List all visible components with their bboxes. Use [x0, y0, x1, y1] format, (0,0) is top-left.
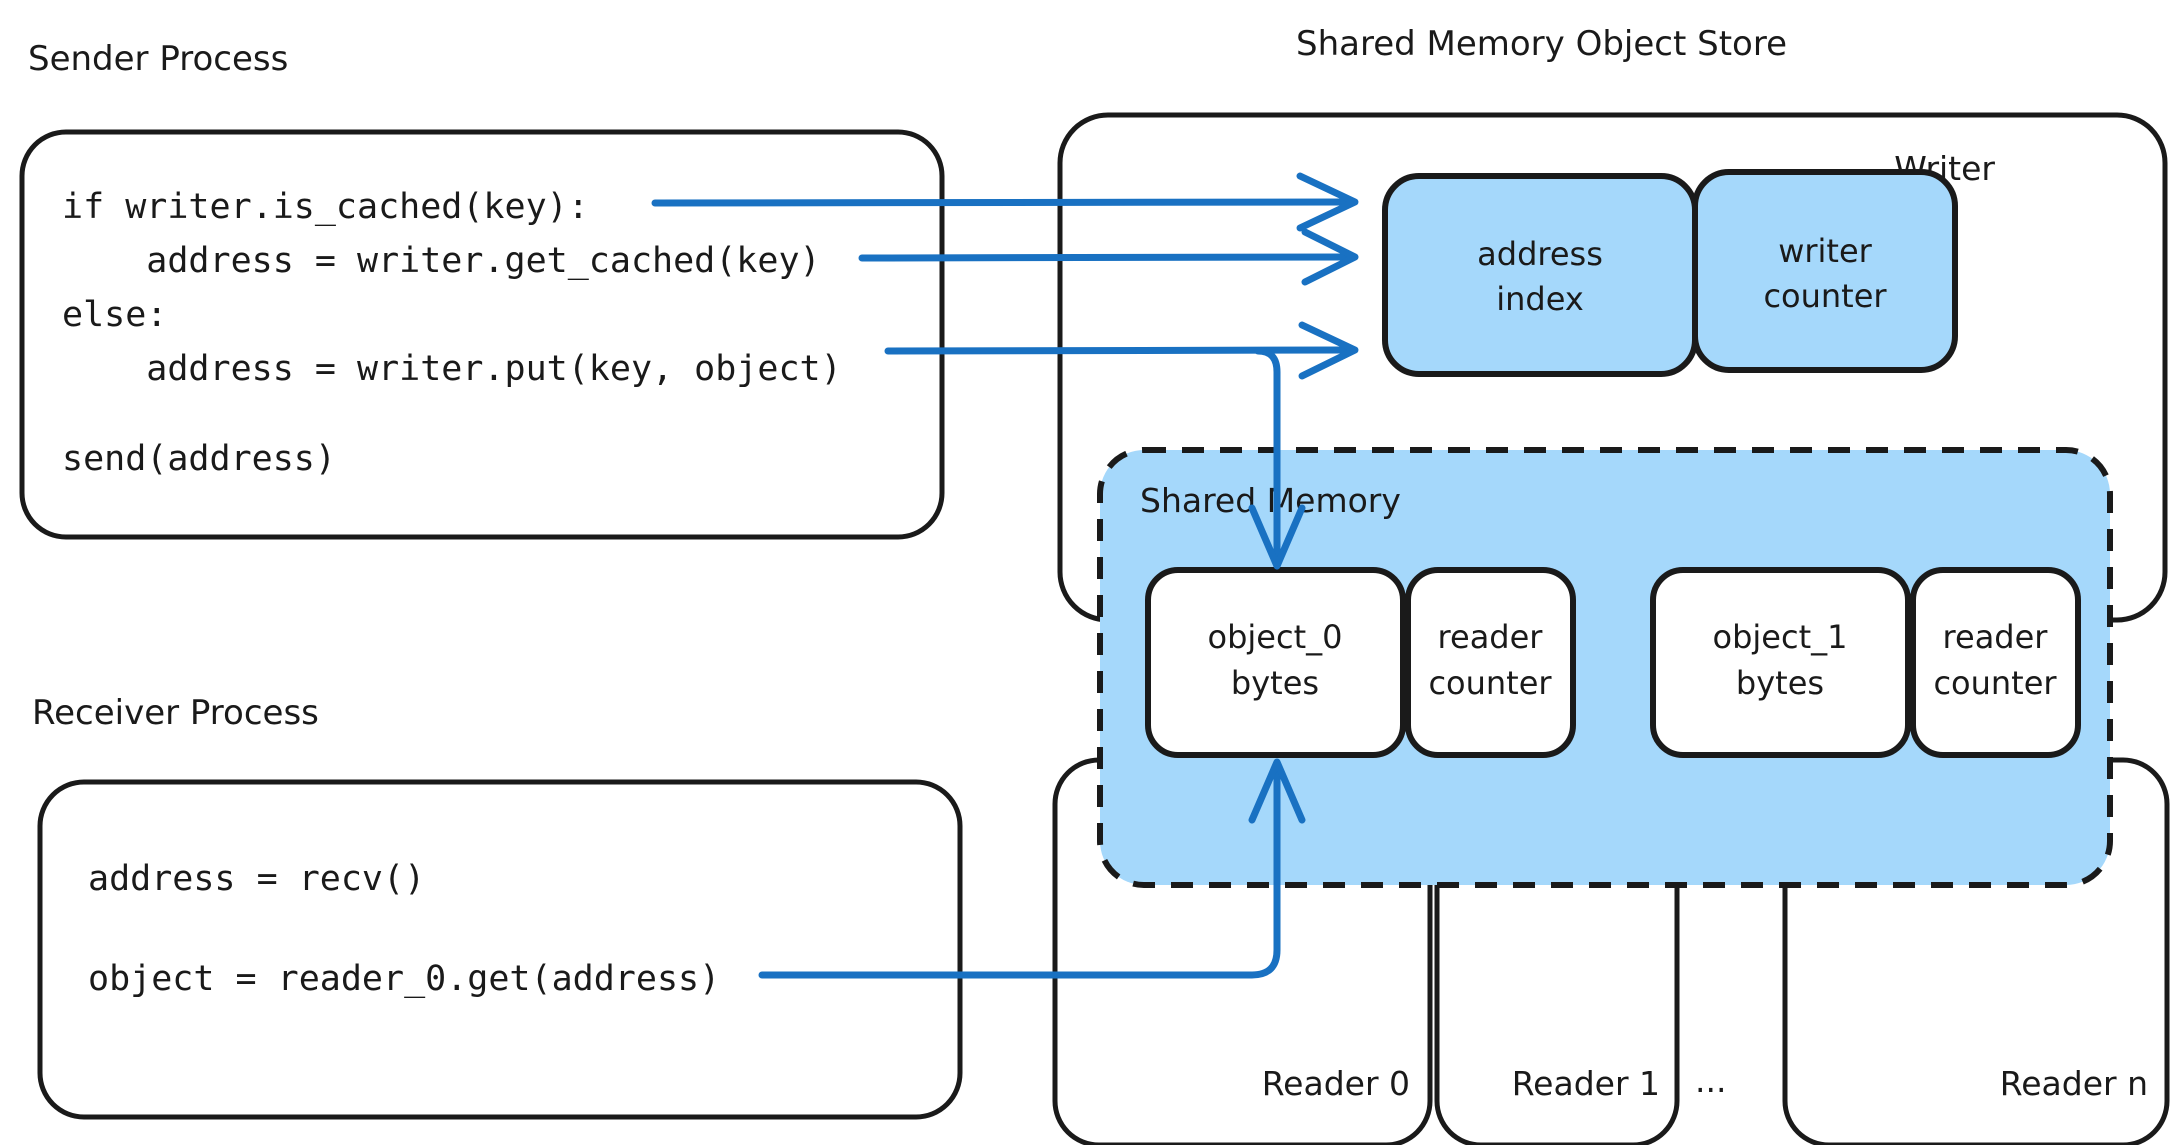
sender-code-line-5: send(address) [62, 439, 336, 479]
reader-1-label: Reader 1 [1512, 1064, 1660, 1103]
reader-counter-1-label-line1: reader [1943, 618, 2049, 656]
receiver-process-box [37, 779, 963, 1120]
address-index-label-line1: address [1477, 235, 1603, 273]
object-0-label-line1: object_0 [1208, 618, 1343, 656]
writer-counter-label-line2: counter [1763, 277, 1887, 315]
writer-counter-label-line1: writer [1778, 232, 1872, 270]
receiver-code-line-2: object = reader_0.get(address) [88, 959, 720, 999]
reader-counter-0-label-line1: reader [1438, 618, 1544, 656]
object-1-label-line2: bytes [1736, 664, 1824, 702]
arrow-get-cached-to-address-index [858, 228, 1359, 286]
shared-memory-object-1-box [1650, 567, 1911, 758]
reader-counter-1-label-line2: counter [1933, 664, 2057, 702]
shared-memory-reader-counter-1-box [1910, 567, 2081, 758]
object-0-label-line2: bytes [1231, 664, 1319, 702]
arrow-put-branch-to-object-0 [1248, 347, 1306, 570]
arrow-reader-get-to-object-0 [758, 758, 1306, 979]
object-1-label-line1: object_1 [1713, 618, 1848, 656]
address-index-label-line2: index [1496, 280, 1584, 318]
reader-counter-0-label-line2: counter [1428, 664, 1552, 702]
sender-code-line-3: else: [62, 295, 167, 335]
shared-memory-region [1097, 447, 2113, 888]
reader-n-label: Reader n [2000, 1064, 2148, 1103]
writer-cell-address-index [1382, 173, 1698, 377]
writer-cell-writer-counter [1692, 169, 1958, 373]
reader-0-label: Reader 0 [1262, 1064, 1410, 1103]
sender-code-line-1: if writer.is_cached(key): [62, 187, 589, 227]
shared-memory-reader-counter-0-box [1405, 567, 1576, 758]
sender-code-line-4: address = writer.put(key, object) [62, 349, 842, 389]
receiver-process-title: Receiver Process [32, 693, 319, 733]
readers-ellipsis: ... [1695, 1061, 1726, 1100]
shared-memory-object-store-title: Shared Memory Object Store [1296, 24, 1787, 64]
shared-memory-label: Shared Memory [1140, 481, 1401, 520]
sender-process-box [19, 129, 945, 540]
sender-code-line-2: address = writer.get_cached(key) [62, 241, 821, 281]
receiver-code-line-1: address = recv() [88, 859, 425, 899]
sender-process-title: Sender Process [28, 39, 288, 79]
arrow-is-cached-to-address-index [651, 172, 1359, 232]
arrow-put-to-address-index [884, 321, 1359, 380]
shared-memory-object-0-box [1145, 567, 1406, 758]
